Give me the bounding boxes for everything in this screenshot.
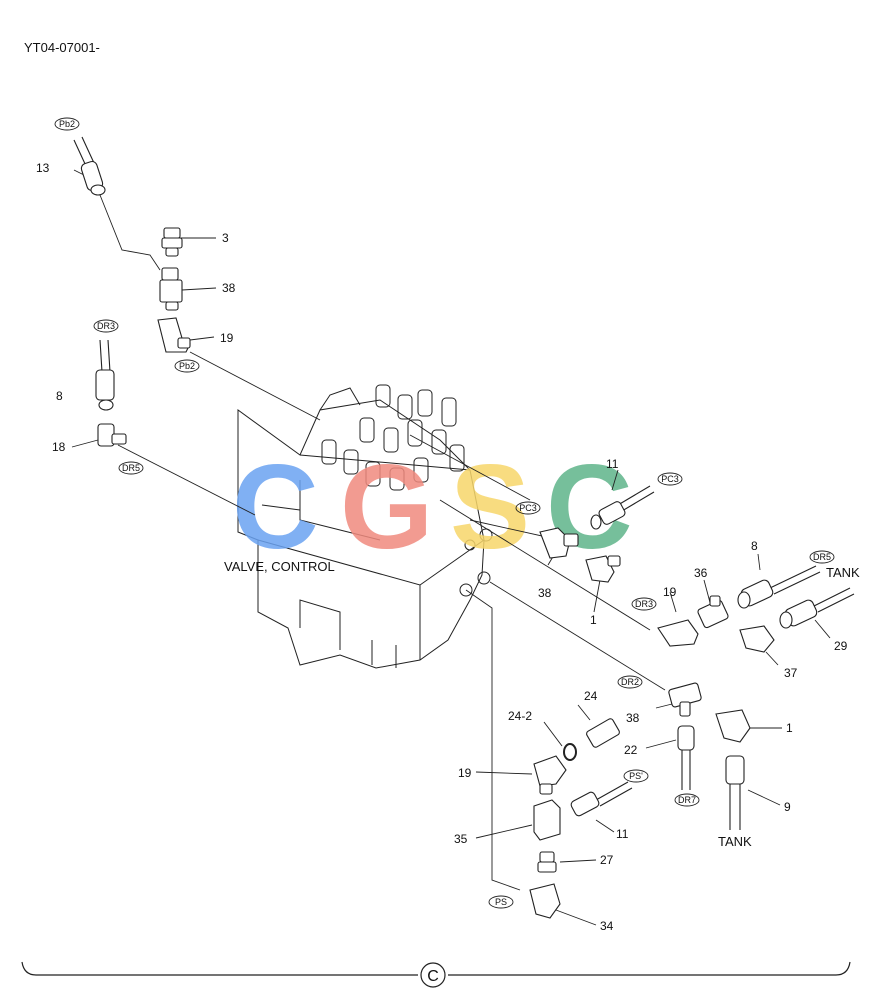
part-label-35: 35 xyxy=(454,832,468,846)
port-tag-dr5-left: DR5 xyxy=(122,463,140,473)
assembly-label: VALVE, CONTROL xyxy=(224,559,335,574)
fitting-hose-13 xyxy=(73,136,106,196)
part-label-24: 24 xyxy=(584,689,598,703)
part-label-13: 13 xyxy=(36,161,50,175)
tank-label-top: TANK xyxy=(826,565,860,580)
part-label-19-mid: 19 xyxy=(663,585,677,599)
part-label-24-2: 24-2 xyxy=(508,709,532,723)
port-tag-dr3-mid: DR3 xyxy=(635,599,653,609)
tee-38-low xyxy=(668,682,702,717)
fitting-hose-29 xyxy=(779,587,855,629)
oring-24-2 xyxy=(563,743,577,761)
part-label-11-low: 11 xyxy=(616,827,629,841)
fitting-27 xyxy=(537,851,557,873)
port-tag-pb2-top: Pb2 xyxy=(59,119,75,129)
part-label-37: 37 xyxy=(784,666,798,680)
fitting-hose-8-left xyxy=(95,339,115,411)
part-label-34: 34 xyxy=(600,919,614,933)
elbow-1-mid xyxy=(585,555,621,583)
part-label-19-top: 19 xyxy=(220,331,234,345)
watermark-letter-s: S xyxy=(450,440,530,574)
port-tags xyxy=(54,117,835,909)
tee-36 xyxy=(697,595,729,629)
watermark-letter-c1: C xyxy=(232,440,319,574)
elbow-38-mid xyxy=(539,527,579,559)
elbow-19-mid xyxy=(657,619,699,647)
watermark-logo: C G S C xyxy=(232,440,633,574)
port-tag-texts: Pb2 Pb2 DR3 DR5 PC3 PC3 DR3 DR5 DR2 DR7 … xyxy=(59,119,831,907)
port-tag-ps-prime: PS' xyxy=(629,771,643,781)
elbow-1-low xyxy=(715,709,751,743)
part-label-27: 27 xyxy=(600,853,614,867)
elbow-19-top xyxy=(157,317,191,353)
part-label-1-low: 1 xyxy=(786,721,793,735)
part-label-11-top: 11 xyxy=(606,457,619,471)
tank-label-bottom: TANK xyxy=(718,834,752,849)
elbow-19-low xyxy=(533,755,567,795)
part-number-labels: 13 3 38 19 8 18 11 38 1 19 36 8 29 37 24… xyxy=(36,161,848,933)
part-label-38-top: 38 xyxy=(222,281,236,295)
part-label-19-low: 19 xyxy=(458,766,472,780)
port-tag-dr3-left: DR3 xyxy=(97,321,115,331)
part-label-38-mid: 38 xyxy=(538,586,552,600)
part-label-8-left: 8 xyxy=(56,389,63,403)
part-label-29: 29 xyxy=(834,639,848,653)
part-label-36: 36 xyxy=(694,566,708,580)
fitting-hose-8-right xyxy=(737,565,821,609)
fitting-3 xyxy=(161,227,183,257)
elbow-37 xyxy=(739,625,775,653)
port-tag-pc3-right: PC3 xyxy=(661,474,679,484)
elbow-34 xyxy=(529,883,561,919)
elbow-18 xyxy=(97,423,127,447)
drawing-code: YT04-07001- xyxy=(24,40,100,55)
part-label-22: 22 xyxy=(624,743,638,757)
port-tag-dr2: DR2 xyxy=(621,677,639,687)
hose-9 xyxy=(725,755,745,830)
port-tag-dr7: DR7 xyxy=(678,795,696,805)
footer-bracket xyxy=(21,961,851,988)
part-label-9: 9 xyxy=(784,800,791,814)
part-label-8-right: 8 xyxy=(751,539,758,553)
fitting-hose-11-low xyxy=(570,781,633,817)
part-label-18: 18 xyxy=(52,440,66,454)
watermark-letter-g: G xyxy=(340,440,433,574)
fitting-38-top xyxy=(159,267,183,311)
hose-22 xyxy=(677,725,695,790)
part-label-1-mid: 1 xyxy=(590,613,597,627)
port-tag-ps: PS xyxy=(495,897,507,907)
block-35 xyxy=(533,799,561,841)
port-tag-pb2-mid: Pb2 xyxy=(179,361,195,371)
sensor-24 xyxy=(586,718,620,748)
section-mark: C xyxy=(427,968,439,985)
port-tag-pc3-mid: PC3 xyxy=(519,503,537,513)
fitting-hose-11-top xyxy=(590,485,655,530)
part-label-38-low: 38 xyxy=(626,711,640,725)
control-valve-body xyxy=(237,384,493,669)
port-tag-dr5-right: DR5 xyxy=(813,552,831,562)
part-label-3: 3 xyxy=(222,231,229,245)
connection-lines xyxy=(71,169,831,926)
